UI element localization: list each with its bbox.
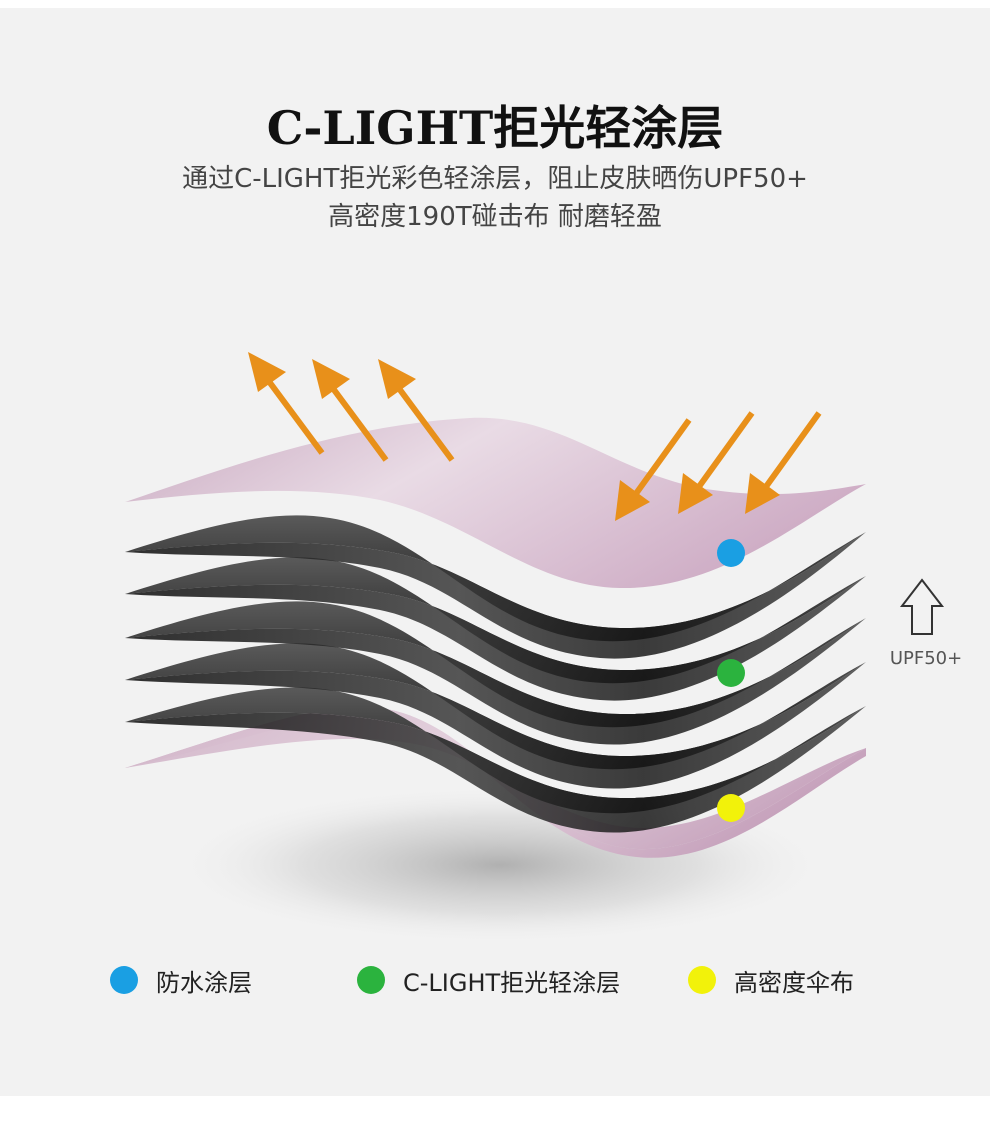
subtitle-line-2: 高密度190T碰击布 耐磨轻盈	[328, 202, 662, 232]
sun-ray-arrow-icon	[745, 411, 822, 514]
waterproof-coating-dot	[717, 539, 745, 567]
legend-dot-yellow	[688, 966, 716, 994]
black-layer-4	[125, 643, 866, 789]
legend-item-fabric: 高密度伞布	[688, 962, 854, 998]
legend-item-waterproof: 防水涂层	[110, 962, 252, 998]
black-layer-2	[125, 557, 866, 701]
upf-rating-label: UPF50+	[889, 648, 963, 669]
up-arrow-outline-icon	[899, 578, 945, 635]
subtitle-line-1: 通过C-LIGHT拒光彩色轻涂层，阻止皮肤晒伤UPF50+	[182, 164, 808, 194]
umbrella-fabric-dot	[717, 794, 745, 822]
sun-ray-arrow-icon	[312, 359, 389, 462]
black-layer-1	[125, 515, 866, 659]
legend-dot-blue	[110, 966, 138, 994]
sun-ray-arrow-icon	[248, 352, 325, 455]
page-title: C-LIGHT拒光轻涂层	[266, 101, 724, 155]
sun-ray-arrow-icon	[678, 411, 755, 514]
sun-ray-arrow-icon	[378, 359, 455, 462]
legend-label: 高密度伞布	[734, 968, 854, 997]
top-fabric-layer	[125, 417, 866, 589]
black-layer-5	[125, 687, 866, 833]
legend-label: C-LIGHT拒光轻涂层	[403, 968, 621, 997]
legend-item-c-light: C-LIGHT拒光轻涂层	[357, 962, 620, 998]
sun-ray-arrow-icon	[615, 418, 692, 521]
black-layer-3	[125, 601, 866, 745]
legend-dot-green	[357, 966, 385, 994]
c-light-coating-dot	[717, 659, 745, 687]
legend-label: 防水涂层	[156, 968, 252, 997]
